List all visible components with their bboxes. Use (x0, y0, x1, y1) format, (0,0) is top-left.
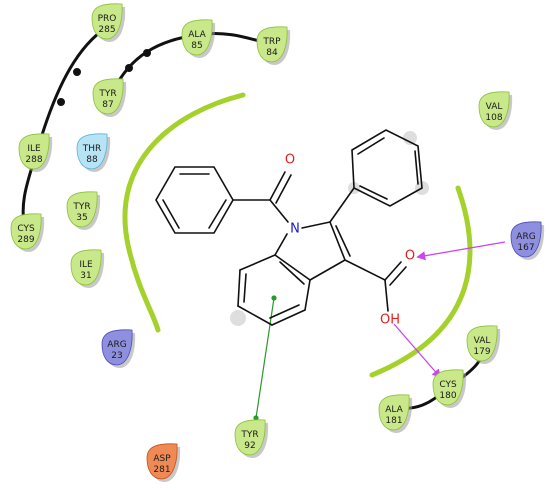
residue-number: 289 (17, 235, 34, 245)
pi-stack-line (255, 297, 275, 419)
residue-name: ALA (188, 30, 206, 40)
residue-shape (146, 443, 178, 480)
phenyl-ring (351, 129, 423, 207)
residue-shape (510, 221, 542, 258)
backbone-node (143, 49, 151, 57)
residue-name: THR (82, 144, 102, 154)
residue-number: 84 (266, 48, 278, 58)
residue-number: 87 (102, 100, 113, 110)
residue-name: TYR (98, 89, 116, 99)
residue-name: ARG (516, 232, 535, 242)
hbond-cys180 (393, 323, 442, 379)
residue-shape (76, 133, 108, 170)
residue-number: 85 (191, 41, 202, 51)
residue-number: 281 (153, 465, 170, 475)
residue-shape (18, 133, 50, 170)
residue-name: ALA (385, 405, 403, 415)
hbond-arg167 (416, 241, 506, 261)
atom-label-o-acid: O (405, 249, 415, 264)
residue-shape (92, 78, 124, 115)
pi-stack-centroid (271, 295, 277, 301)
residue-number: 23 (111, 351, 122, 361)
residue-number: 35 (76, 213, 87, 223)
residue-name: TYR (240, 430, 258, 440)
atom-label-o-carbonyl: O (285, 153, 295, 168)
residue-name: ILE (27, 144, 41, 154)
residue-shape (91, 3, 123, 40)
residue-name: CYS (17, 224, 35, 234)
residue-name: VAL (486, 102, 503, 112)
benzoyl-ring (155, 166, 234, 234)
ligand-structure (155, 129, 423, 326)
residue-number: 288 (25, 155, 42, 165)
residue-name: TRP (262, 37, 281, 47)
residue-number: 181 (385, 416, 402, 426)
residue-shape (10, 213, 42, 250)
residue-number: 180 (439, 391, 456, 401)
residue-name: ILE (79, 260, 93, 270)
residue-shape (181, 19, 213, 56)
pi-stack-end (253, 415, 259, 421)
residue-shape (256, 26, 288, 63)
pocket-outline (122, 92, 473, 378)
residue-shape (466, 325, 498, 362)
residue-shape (234, 419, 266, 456)
residue-shape (66, 191, 98, 228)
residue-number: 167 (517, 243, 534, 253)
residue-name: TYR (72, 202, 90, 212)
residue-number: 108 (485, 113, 502, 123)
pi-stacking (253, 295, 277, 421)
residue-number: 88 (86, 155, 98, 165)
residue-name: ASP (153, 454, 171, 464)
residue-shape (432, 369, 464, 406)
residue-name: VAL (474, 336, 491, 346)
residue-number: 179 (473, 347, 490, 357)
residue-shape (378, 394, 410, 431)
hydrogen-bonds (393, 241, 506, 379)
residue-number: 285 (98, 25, 115, 35)
atom-label-n1: N (290, 222, 300, 237)
atom-label-oh-acid: OH (380, 313, 400, 328)
residue-shape (101, 329, 133, 366)
backbone-node (125, 64, 133, 72)
solvent-exposure (230, 131, 429, 326)
residue-shape (478, 91, 510, 128)
residue-number: 92 (244, 441, 255, 451)
residue-number: 31 (80, 271, 91, 281)
backbone-node (57, 98, 65, 106)
residue-shape (70, 249, 102, 286)
residue-name: ARG (107, 340, 126, 350)
atom-labels: N O O OH (285, 153, 415, 328)
pocket-curve-right (369, 185, 473, 378)
residue-name: CYS (439, 380, 457, 390)
backbone-node (73, 68, 81, 76)
pocket-curve-left (122, 92, 246, 333)
residue-name: PRO (98, 14, 117, 24)
